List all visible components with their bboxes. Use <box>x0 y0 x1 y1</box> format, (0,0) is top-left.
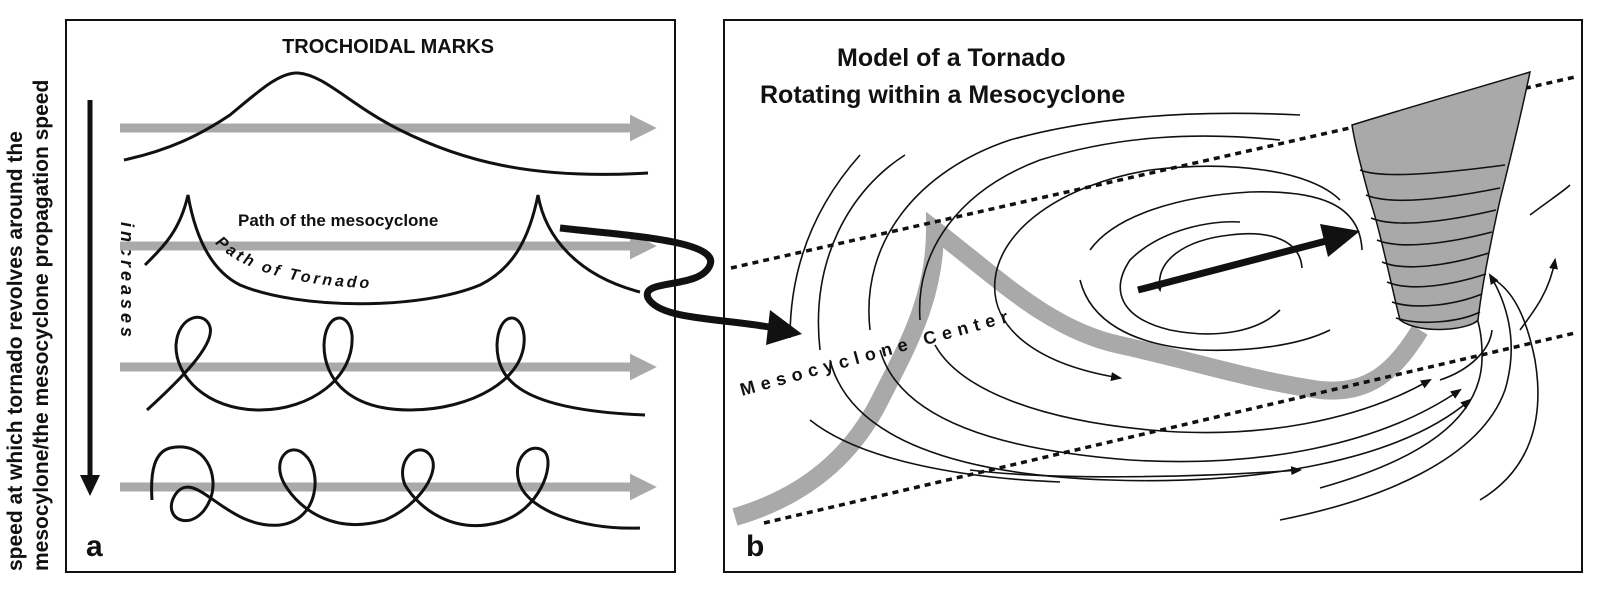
streamlines <box>789 112 1571 521</box>
side-label-line2: mesocylone/the mesocyclone propagation s… <box>30 80 53 571</box>
streamline-11 <box>829 359 1472 482</box>
funnel-ring-7 <box>1391 293 1483 307</box>
panel-b: Model of a Tornado Rotating within a Mes… <box>723 19 1583 573</box>
streamline-14 <box>969 466 1303 478</box>
panel-a-frame <box>65 19 676 573</box>
funnel-body <box>1351 70 1531 331</box>
connector-arrow-shaft <box>559 224 776 332</box>
streamline-12 <box>789 154 861 339</box>
propagation-arrows <box>120 114 657 501</box>
streamline-15 <box>1279 273 1512 521</box>
streamline-19 <box>1529 184 1571 216</box>
streamline-17 <box>1479 279 1539 501</box>
funnel-ring-5 <box>1381 252 1490 268</box>
panel-a: TROCHOIDAL MARKS increases Path of the m… <box>65 19 676 573</box>
streamline-20 <box>1439 329 1493 381</box>
streamline-10 <box>817 154 906 351</box>
panel-b-frame <box>723 19 1583 573</box>
trochoid-curve-4 <box>150 445 641 530</box>
funnel-ring-2 <box>1365 187 1501 202</box>
connector-arrow-head <box>766 310 802 345</box>
panel-b-letter: b <box>746 530 764 563</box>
streamline-18 <box>1519 257 1558 331</box>
mesocyclone-path-label: Path of the mesocyclone <box>238 211 438 230</box>
increases-arrow-head <box>80 475 100 496</box>
side-label-line1: speed at which tornado revolves around t… <box>4 131 27 571</box>
trochoid-curve-3 <box>145 315 646 417</box>
streamline-9 <box>879 349 1462 463</box>
propagation-arrow-shaft <box>1137 236 1331 294</box>
streamline-2 <box>1119 220 1281 335</box>
funnel-ring-1 <box>1359 164 1506 176</box>
tornado-track <box>732 211 1428 526</box>
streamline-4 <box>1079 279 1331 352</box>
side-axis-label: speed at which tornado revolves around t… <box>4 80 53 571</box>
streamline-6 <box>918 135 1281 321</box>
panel-a-letter: a <box>86 530 103 563</box>
trochoid-curve-1 <box>123 71 649 176</box>
funnel-ring-8 <box>1395 311 1481 324</box>
connector-arrow <box>559 224 802 345</box>
increases-label: increases <box>117 222 137 341</box>
tornado-funnel <box>1351 70 1531 331</box>
panel-a-title: TROCHOIDAL MARKS <box>282 36 494 58</box>
streamline-5 <box>993 165 1341 381</box>
funnel-ring-3 <box>1370 209 1497 224</box>
funnel-ring-6 <box>1386 273 1487 288</box>
panel-b-title-line2: Rotating within a Mesocyclone <box>760 81 1125 109</box>
dashed-boundary-upper <box>730 75 1576 270</box>
funnel-rings <box>1359 164 1506 324</box>
streamline-7 <box>934 344 1432 434</box>
dashed-boundary-lower <box>763 331 1576 525</box>
streamline-13 <box>809 419 1061 483</box>
propagation-arrow-head <box>1320 224 1360 257</box>
trochoid-curve-2 <box>143 194 641 306</box>
streamline-3 <box>1089 191 1363 251</box>
streamline-8 <box>868 112 1301 331</box>
panel-b-title-line1: Model of a Tornado <box>837 44 1066 72</box>
funnel-ring-4 <box>1376 231 1493 246</box>
